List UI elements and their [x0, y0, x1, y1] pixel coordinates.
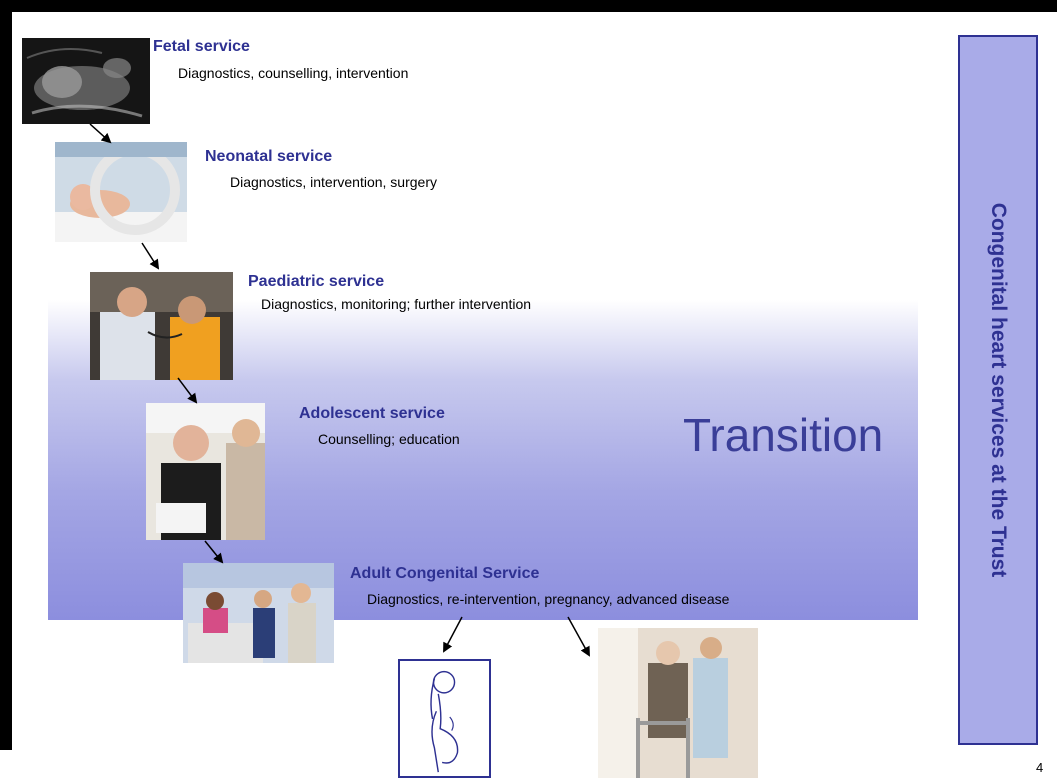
stage-desc-neonatal: Diagnostics, intervention, surgery — [230, 174, 437, 190]
left-border — [0, 0, 12, 750]
paediatric-exam-image — [90, 272, 233, 380]
ultrasound-image — [22, 38, 150, 124]
stage-desc-fetal: Diagnostics, counselling, intervention — [178, 65, 409, 81]
stage-desc-adolescent: Counselling; education — [318, 431, 460, 447]
transition-label: Transition — [683, 409, 884, 461]
adult-ward-image — [183, 563, 334, 663]
stage-title-fetal: Fetal service — [153, 38, 250, 55]
stage-desc-adult: Diagnostics, re-intervention, pregnancy,… — [367, 591, 730, 607]
adolescent-image — [146, 403, 265, 540]
side-title-box: Congenital heart services at the Trust — [958, 35, 1038, 745]
arrow-adult-to-pregnancy — [443, 616, 463, 653]
stage-title-neonatal: Neonatal service — [205, 148, 333, 165]
stage-desc-paediatric: Diagnostics, monitoring; further interve… — [261, 296, 532, 312]
stage-title-paediatric: Paediatric service — [248, 273, 385, 290]
arrow-fetal-to-neonatal — [89, 123, 112, 144]
elderly-care-image — [598, 628, 758, 778]
page-number: 4 — [1036, 760, 1044, 775]
newborn-image — [55, 142, 187, 242]
arrow-neonatal-to-paediatric — [141, 242, 160, 270]
pregnancy-drawing-image — [398, 659, 491, 778]
top-border — [0, 0, 1057, 12]
stage-title-adult: Adult Congenital Service — [350, 565, 540, 582]
stage-title-adolescent: Adolescent service — [299, 405, 445, 422]
side-title: Congenital heart services at the Trust — [987, 202, 1010, 578]
arrow-adult-to-elderly — [567, 616, 590, 657]
